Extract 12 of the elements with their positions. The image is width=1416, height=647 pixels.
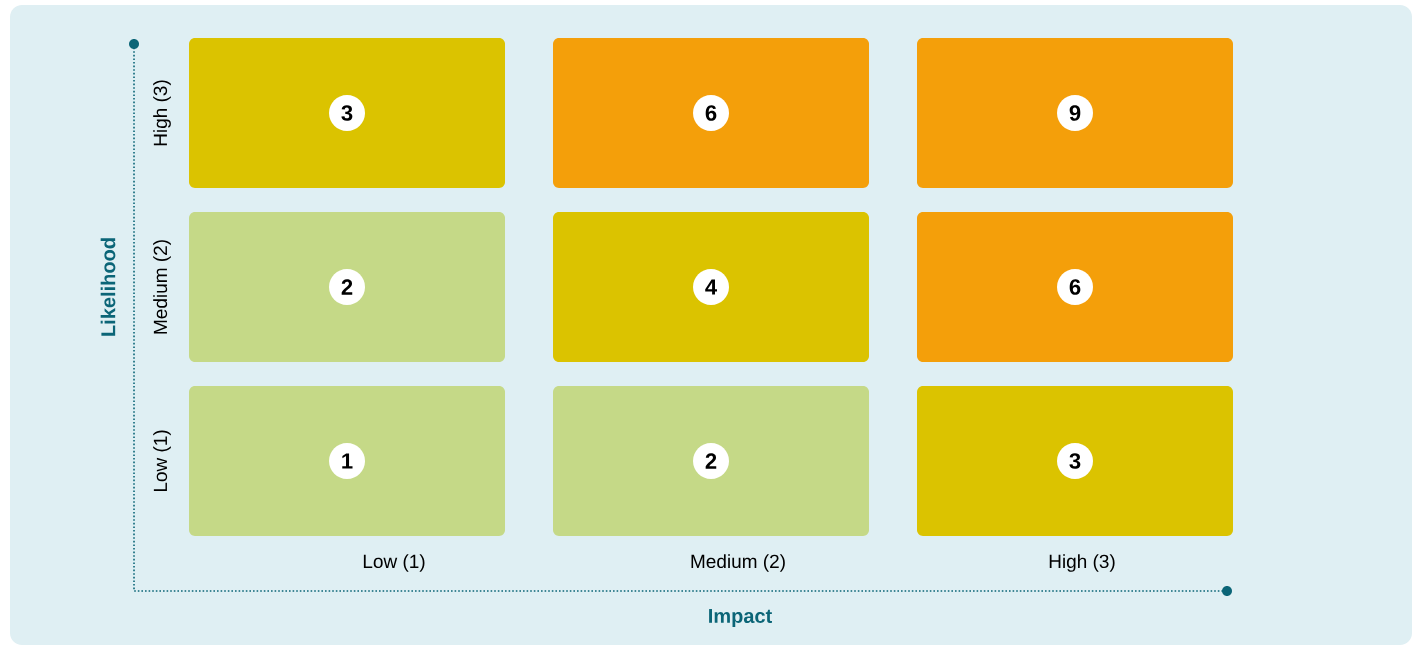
score-badge: 2 — [329, 269, 365, 305]
axis-tick-label: Low (1) — [363, 554, 425, 572]
score-badge: 3 — [1057, 443, 1093, 479]
score-badge: 3 — [329, 95, 365, 131]
score-badge: 2 — [693, 443, 729, 479]
score-badge: 1 — [329, 443, 365, 479]
score-badge: 4 — [693, 269, 729, 305]
score-badge: 6 — [693, 95, 729, 131]
score-badge: 9 — [1057, 95, 1093, 131]
score-badge: 6 — [1057, 269, 1093, 305]
axis-title: Likelihood — [100, 238, 116, 336]
axis-title: Impact — [709, 609, 772, 627]
